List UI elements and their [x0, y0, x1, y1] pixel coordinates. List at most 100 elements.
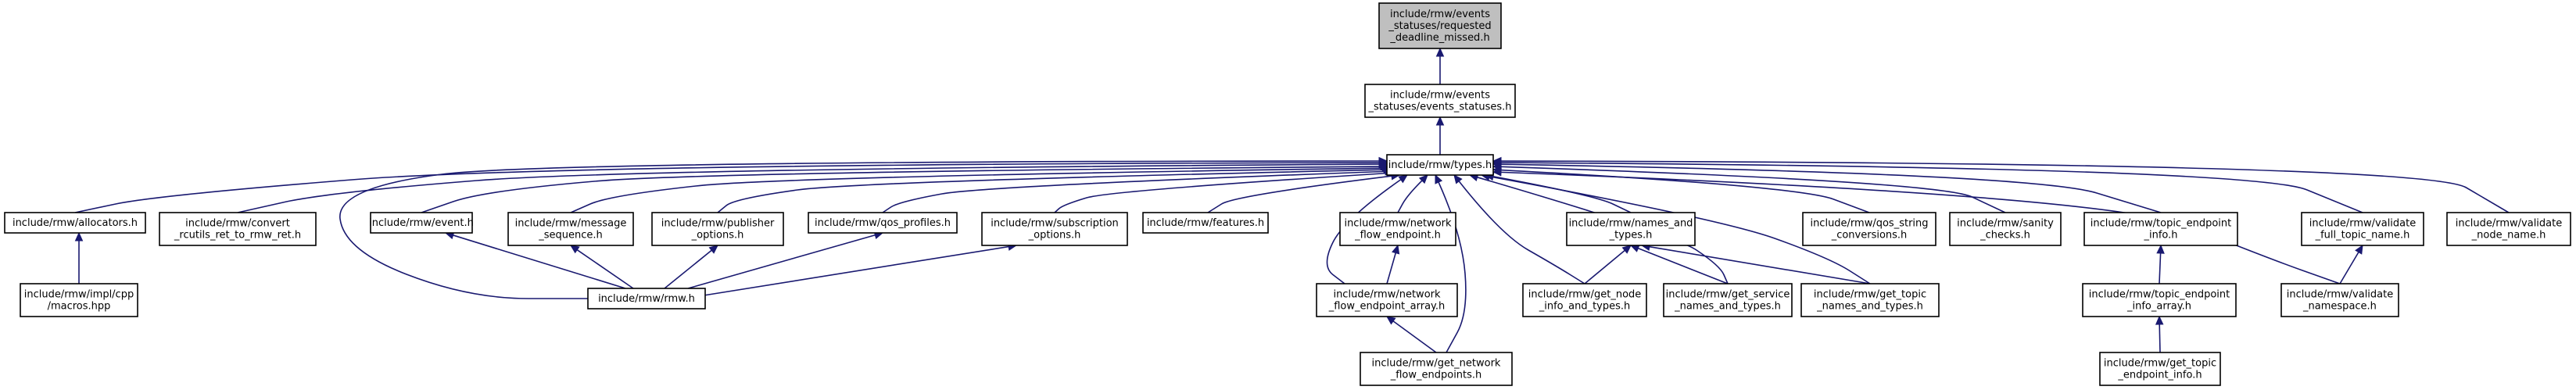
arrowhead-icon: [1418, 174, 1428, 184]
edge-line: [237, 163, 1380, 213]
node-label-line: _options.h: [691, 230, 744, 242]
edge-line: [1492, 176, 1632, 213]
node-allocators[interactable]: include/rmw/allocators.h: [4, 212, 146, 234]
edge-line: [1500, 160, 2510, 213]
edge-line: [687, 234, 876, 289]
node-convert[interactable]: include/rmw/convert_rcutils_ret_to_rmw_r…: [159, 212, 317, 246]
node-validate_node_name[interactable]: include/rmw/validate_node_name.h: [2446, 212, 2571, 246]
node-label-line: /macros.hpp: [48, 301, 111, 313]
edge-line: [74, 162, 1380, 213]
node-label-line: include/rmw/allocators.h: [13, 217, 138, 229]
edge-line: [1054, 172, 1388, 213]
node-features[interactable]: include/rmw/features.h: [1142, 212, 1269, 234]
node-validate_namespace[interactable]: include/rmw/validate_namespace.h: [2280, 283, 2399, 317]
edge-message_sequence-to-rmw: [569, 245, 634, 289]
arrowhead-icon: [1392, 244, 1400, 255]
arrowhead-icon: [2155, 315, 2164, 325]
edge-line: [1500, 166, 2006, 213]
node-qos_string[interactable]: include/rmw/qos_string_conversions.h: [1802, 212, 1936, 246]
node-message_sequence[interactable]: include/rmw/message_sequence.h: [507, 212, 634, 246]
edge-line: [1500, 163, 2162, 213]
node-events_statuses[interactable]: include/rmw/events_statuses/events_statu…: [1364, 84, 1516, 118]
node-box: [2099, 352, 2221, 386]
edge-names_and_types-to-get_node_info: [1584, 245, 1632, 284]
node-macros[interactable]: include/rmw/impl/cpp/macros.hpp: [20, 283, 138, 317]
node-names_and_types[interactable]: include/rmw/names_and_types.h: [1566, 212, 1696, 246]
node-label-line: _names_and_types.h: [1816, 301, 1923, 313]
node-rmw[interactable]: include/rmw/rmw.h: [587, 288, 706, 309]
edge-line: [1649, 245, 1871, 284]
node-box: [1802, 212, 1936, 246]
arrowhead-icon: [1435, 47, 1445, 57]
node-get_node_info[interactable]: include/rmw/get_node_info_and_types.h: [1522, 283, 1647, 317]
arrowhead-icon: [1435, 116, 1445, 126]
node-subscription_options[interactable]: include/rmw/subscription_options.h: [981, 212, 1128, 246]
node-event[interactable]: include/rmw/event.h: [369, 212, 474, 234]
node-get_topic_endpoint[interactable]: include/rmw/get_topic_endpoint_info.h: [2099, 352, 2221, 386]
node-label-line: _checks.h: [1979, 230, 2030, 242]
node-label-line: include/rmw/subscription: [991, 218, 1119, 230]
node-label-line: include/rmw/topic_endpoint: [2091, 218, 2231, 230]
node-label-line: include/rmw/events: [1390, 90, 1490, 102]
node-sanity[interactable]: include/rmw/sanity_checks.h: [1949, 212, 2062, 246]
edge-line: [717, 169, 1385, 213]
node-box: [1339, 212, 1456, 246]
edge-line: [1397, 180, 1423, 213]
node-label-line: include/rmw/qos_profiles.h: [815, 217, 951, 229]
node-validate_full_topic[interactable]: include/rmw/validate_full_topic_name.h: [2301, 212, 2424, 246]
edge-line: [1638, 247, 1729, 284]
node-label-line: _info_array.h: [2126, 301, 2191, 313]
node-box: [2082, 283, 2237, 317]
node-types[interactable]: include/rmw/types.h: [1386, 154, 1494, 176]
node-te_info_array[interactable]: include/rmw/topic_endpoint_info_array.h: [2082, 283, 2237, 317]
node-label-line: include/rmw/rmw.h: [598, 293, 695, 305]
node-qos_profiles[interactable]: include/rmw/qos_profiles.h: [808, 212, 958, 234]
node-label-line: include/rmw/validate: [2309, 218, 2416, 230]
node-label-line: include/rmw/impl/cpp: [24, 289, 134, 301]
node-box: [1360, 352, 1513, 386]
node-nfe_array[interactable]: include/rmw/network_flow_endpoint_array.…: [1316, 283, 1458, 317]
node-label-line: _node_name.h: [2471, 230, 2546, 242]
node-box: [1316, 283, 1458, 317]
edge-allocators-to-macros: [74, 231, 84, 284]
node-box: [2446, 212, 2571, 246]
node-get_network_flow[interactable]: include/rmw/get_network_flow_endpoints.h: [1360, 352, 1513, 386]
node-label-line: _statuses/events_statuses.h: [1368, 102, 1512, 113]
node-label-line: include/rmw/network: [1333, 289, 1441, 301]
node-label-line: _flow_endpoint.h: [1354, 230, 1441, 242]
node-box: [2083, 212, 2238, 246]
edge-line: [1489, 176, 1871, 284]
node-network_flow_endpoint[interactable]: include/rmw/network_flow_endpoint.h: [1339, 212, 1456, 246]
edge-types-to-get_network_flow: [1435, 174, 1467, 353]
node-box: [1663, 283, 1793, 317]
arrowhead-icon: [74, 231, 84, 242]
edge-types-to-rmw: [339, 156, 1388, 299]
node-box: [1949, 212, 2062, 246]
node-box: [808, 212, 958, 234]
edge-line: [703, 245, 1009, 296]
node-get_service[interactable]: include/rmw/get_service_names_and_types.…: [1663, 283, 1793, 317]
node-box: [1378, 2, 1502, 49]
edge-network_flow_endpoint-to-nfe_array: [1386, 244, 1400, 284]
edge-types-to-nfe_array: [1326, 174, 1408, 284]
arrowhead-icon: [1621, 245, 1632, 254]
edge-validate_full_topic-to-validate_namespace: [2339, 244, 2363, 284]
edge-types-to-network_flow_endpoint: [1397, 174, 1428, 213]
arrowhead-icon: [2355, 244, 2363, 255]
node-box: [651, 212, 784, 246]
edge-subscription_options-to-rmw: [703, 242, 1018, 296]
node-label-line: include/rmw/types.h: [1388, 159, 1492, 171]
node-label-line: include/rmw/get_node: [1528, 289, 1642, 301]
arrowhead-icon: [1453, 174, 1463, 184]
edge-types-to-qos_profiles: [882, 167, 1395, 213]
node-label-line: include/rmw/topic_endpoint: [2089, 289, 2230, 301]
node-label-line: include/rmw/get_topic: [2104, 358, 2216, 370]
edge-line: [1584, 249, 1625, 284]
edge-line: [1500, 169, 1870, 213]
node-publisher_options[interactable]: include/rmw/publisher_options.h: [651, 212, 784, 246]
node-label-line: _deadline_missed.h: [1389, 32, 1489, 44]
node-label-line: include/rmw/get_service: [1666, 289, 1790, 301]
node-get_topic_names[interactable]: include/rmw/get_topic_names_and_types.h: [1800, 283, 1940, 317]
node-topic_endpoint_info[interactable]: include/rmw/topic_endpoint_info.h: [2083, 212, 2238, 246]
